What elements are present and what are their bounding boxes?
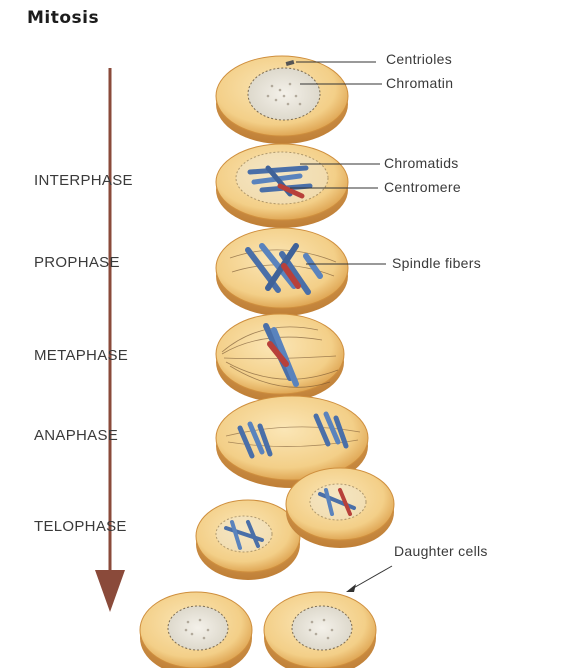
phase-label-prophase: PROPHASE [34,254,120,271]
daughter-cell-right [264,592,376,668]
leader-daughter-cells [350,566,392,590]
phase-label-telophase: TELOPHASE [34,518,127,535]
label-centrioles: Centrioles [386,51,452,67]
label-centromere: Centromere [384,179,461,195]
cell-prophase [216,228,348,316]
cell-metaphase [216,314,344,402]
phase-label-metaphase: METAPHASE [34,347,128,364]
label-spindle-fibers: Spindle fibers [392,255,481,271]
phase-label-interphase: INTERPHASE [34,172,133,189]
label-daughter-cells: Daughter cells [394,543,488,559]
label-chromatids: Chromatids [384,155,459,171]
cell-interphase-top [216,56,348,144]
cell-telophase [196,468,394,580]
daughter-cell-left [140,592,252,668]
cell-interphase [216,144,348,228]
label-chromatin: Chromatin [386,75,453,91]
phase-label-anaphase: ANAPHASE [34,427,118,444]
